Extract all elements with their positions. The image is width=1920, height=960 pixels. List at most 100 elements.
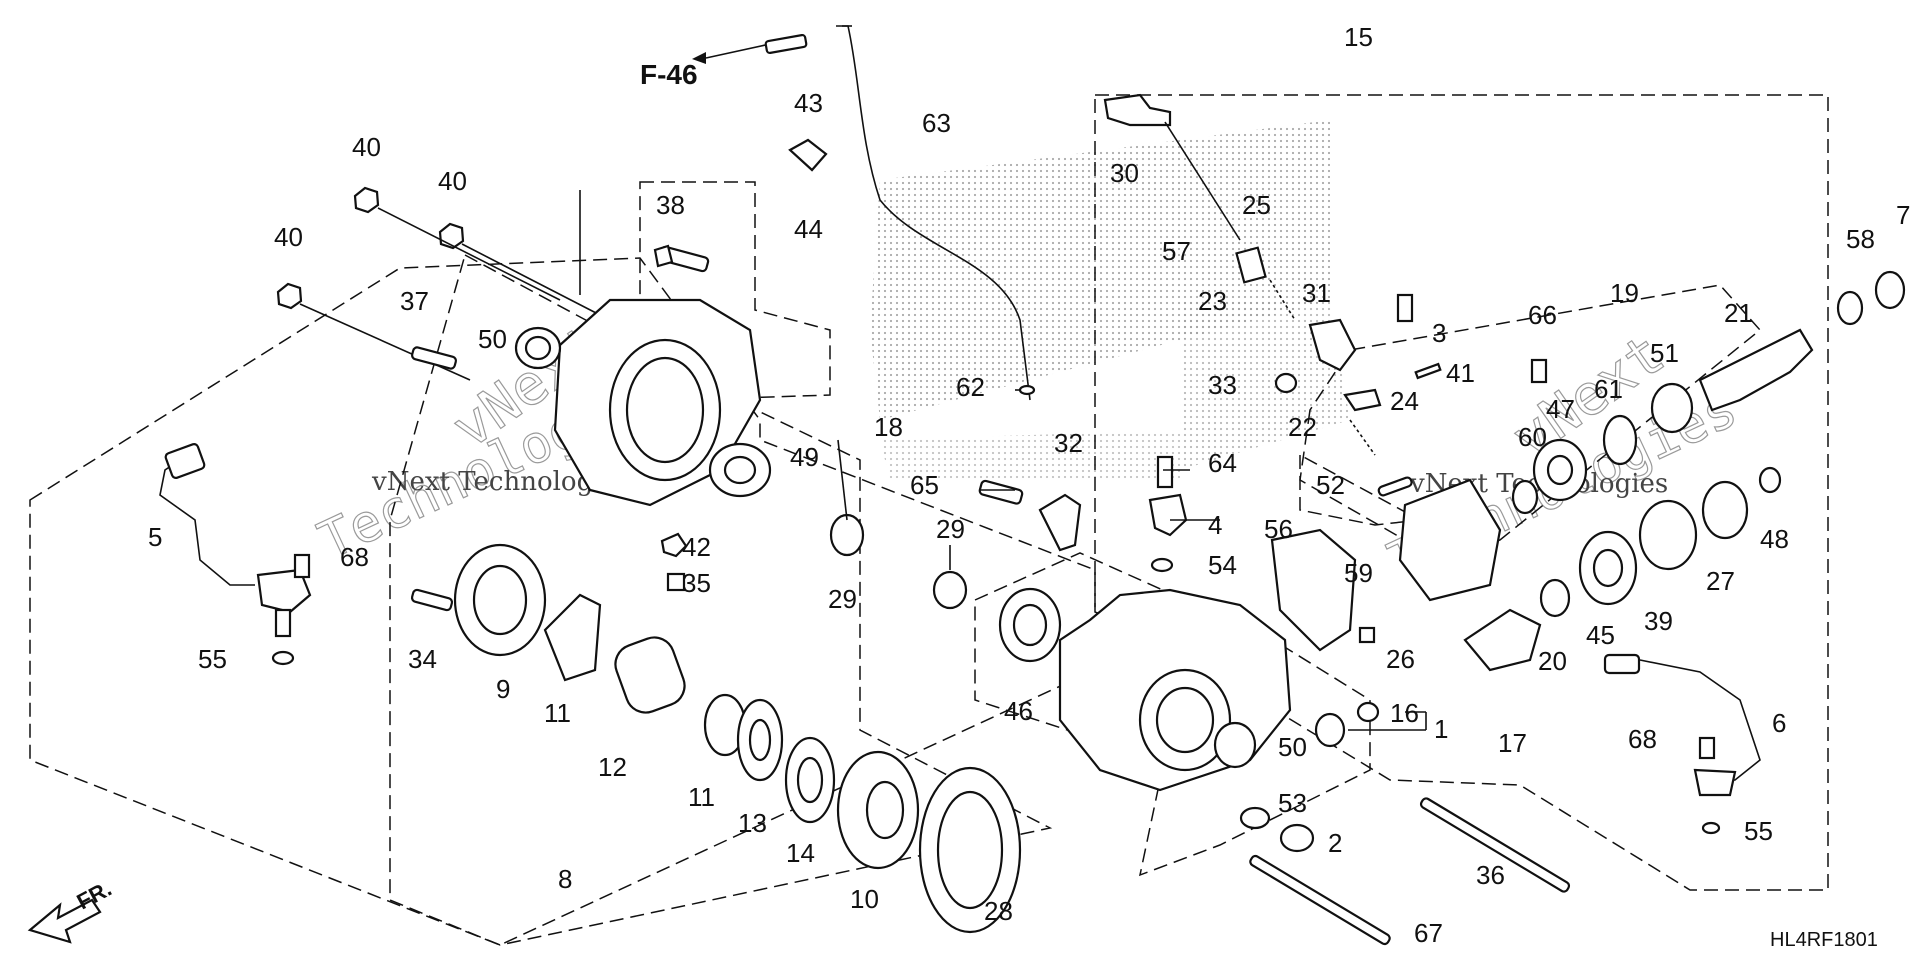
part-18-bore-inner	[625, 356, 705, 464]
part-1-seal	[1314, 712, 1346, 748]
part-19-cover	[1398, 478, 1502, 602]
part-54-washer	[1150, 557, 1174, 573]
part-30-shaft	[1164, 121, 1241, 241]
part-23-spring	[1269, 279, 1296, 321]
part-27-collar	[1701, 480, 1749, 540]
stud-line-b	[461, 243, 601, 316]
callout-31: 31	[1302, 278, 1331, 308]
reference-arrow-label: F-46	[640, 59, 698, 90]
callout-10: 10	[850, 884, 879, 914]
part-33-bolt	[1274, 372, 1298, 394]
callout-11-a: 11	[544, 698, 571, 728]
stud-line-a	[377, 207, 561, 301]
callout-65: 65	[910, 470, 939, 500]
part-55-oring-right	[1701, 821, 1721, 835]
part-31-fork	[1308, 318, 1357, 372]
callout-51: 51	[1650, 338, 1679, 368]
callout-17: 17	[1498, 728, 1527, 758]
callout-16: 16	[1390, 698, 1419, 728]
part-64-bolt	[1156, 455, 1174, 489]
part-21-shaft	[1698, 328, 1814, 412]
callout-47: 47	[1546, 394, 1575, 424]
part-11-clutch-a	[543, 593, 602, 682]
part-40-nut-a	[353, 186, 380, 214]
callout-4: 4	[1208, 510, 1222, 540]
callout-27: 27	[1706, 566, 1735, 596]
callout-55-left: 55	[198, 644, 227, 674]
part-59-dowel	[1358, 626, 1376, 644]
callout-43: 43	[794, 88, 823, 118]
dashed-box-part-8	[389, 253, 1053, 946]
stud-line-c	[299, 303, 471, 381]
callout-29-b: 29	[936, 514, 965, 544]
part-24-clip	[1343, 388, 1382, 412]
callout-11-b: 11	[688, 782, 715, 812]
part-53-oring	[1239, 806, 1271, 830]
callout-60: 60	[1518, 422, 1547, 452]
front-direction-indicator: FR.	[27, 876, 116, 944]
part-58-washer	[1836, 290, 1864, 326]
part-6-harness	[1639, 659, 1761, 783]
part-14-shim-hole	[796, 756, 824, 804]
part-4-fitting	[1148, 493, 1188, 537]
callout-50-center: 50	[1278, 732, 1307, 762]
part-34-bolt	[410, 588, 454, 612]
callout-57: 57	[1162, 236, 1191, 266]
callout-55-right: 55	[1744, 816, 1773, 846]
callout-58: 58	[1846, 224, 1875, 254]
callout-68-left: 68	[340, 542, 369, 572]
part-9-case-inner	[472, 564, 528, 636]
dashed-box-left-assembly	[29, 257, 1162, 946]
part-5-sensor-body	[256, 568, 312, 614]
part-38-bolt-head	[653, 244, 674, 268]
part-3-switch	[1396, 293, 1414, 323]
callout-15: 15	[1344, 22, 1373, 52]
part-7-spring	[1874, 270, 1906, 310]
part-49-bearing-inner	[723, 455, 757, 485]
callout-32: 32	[1054, 428, 1083, 458]
part-10-case-hub	[865, 780, 905, 840]
part-20-shim	[1539, 578, 1571, 618]
callout-21: 21	[1724, 298, 1753, 328]
callout-19: 19	[1610, 278, 1639, 308]
callout-23: 23	[1198, 286, 1227, 316]
callout-9: 9	[496, 674, 510, 704]
callout-8: 8	[558, 864, 572, 894]
part-2-cap	[1279, 823, 1315, 853]
callout-2: 2	[1328, 828, 1342, 858]
callout-41: 41	[1446, 358, 1475, 388]
part-60-shim	[1511, 479, 1539, 515]
callout-34: 34	[408, 644, 437, 674]
parts	[159, 25, 1906, 946]
part-35-plug	[666, 572, 686, 592]
callout-33: 33	[1208, 370, 1237, 400]
part-44-clamp	[788, 138, 828, 172]
callout-44: 44	[794, 214, 823, 244]
callout-3: 3	[1432, 318, 1446, 348]
part-40-nut-c	[276, 282, 303, 310]
callout-68-right: 68	[1628, 724, 1657, 754]
part-17-bore-inner	[1155, 686, 1215, 754]
part-22-spring	[1349, 419, 1376, 456]
front-arrow-icon	[27, 898, 102, 944]
part-28-ring-gear-inner	[936, 790, 1004, 910]
callout-64: 64	[1208, 448, 1237, 478]
part-39-bearing	[1638, 499, 1698, 571]
callout-63: 63	[922, 108, 951, 138]
callout-24: 24	[1390, 386, 1419, 416]
callout-29-a: 29	[828, 584, 857, 614]
callout-61: 61	[1594, 374, 1623, 404]
leader-lines	[579, 190, 1427, 731]
callout-49: 49	[790, 442, 819, 472]
f46-arrow-line	[705, 43, 771, 59]
part-5-sensor-tip	[274, 608, 292, 638]
callout-42: 42	[682, 532, 711, 562]
part-6-connector	[1603, 653, 1641, 675]
part-63-breather-hose	[836, 25, 1031, 401]
part-12-cage	[614, 636, 686, 714]
callout-54: 54	[1208, 550, 1237, 580]
part-37-bolt	[410, 346, 458, 370]
part-5-harness	[159, 459, 255, 586]
callout-7: 7	[1896, 200, 1910, 230]
